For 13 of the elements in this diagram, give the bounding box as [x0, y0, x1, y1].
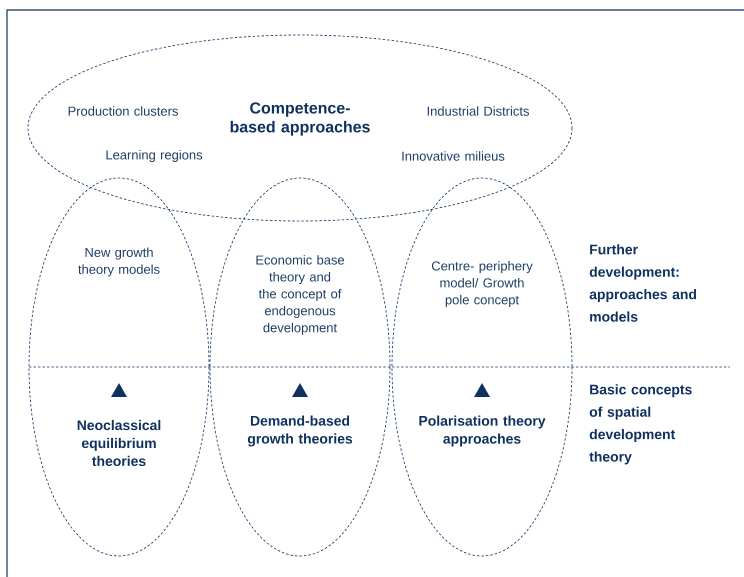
row-label: Basic concepts of spatial development theory — [589, 384, 692, 464]
row-label: Further development: approaches and models — [590, 244, 696, 322]
concept-label: Demand-based growth theories — [248, 416, 352, 446]
approach-label: Economic base theory and the concept of endogenous development — [256, 255, 344, 335]
concept-label: Polarisation theory approaches — [419, 416, 546, 446]
approach-label: New growth theory models — [78, 247, 160, 276]
approach-label: Centre- periphery model/ Growth pole concept — [432, 261, 533, 307]
approach-label: Learning regions — [106, 150, 202, 162]
heading: Competence-based approaches — [230, 102, 370, 136]
approach-label: Industrial Districts — [428, 106, 529, 116]
approach-label: Production clusters — [68, 106, 178, 116]
approach-label: Innovative milieus — [402, 151, 504, 161]
concept-label: Neoclassical equilibrium theories — [78, 420, 160, 466]
